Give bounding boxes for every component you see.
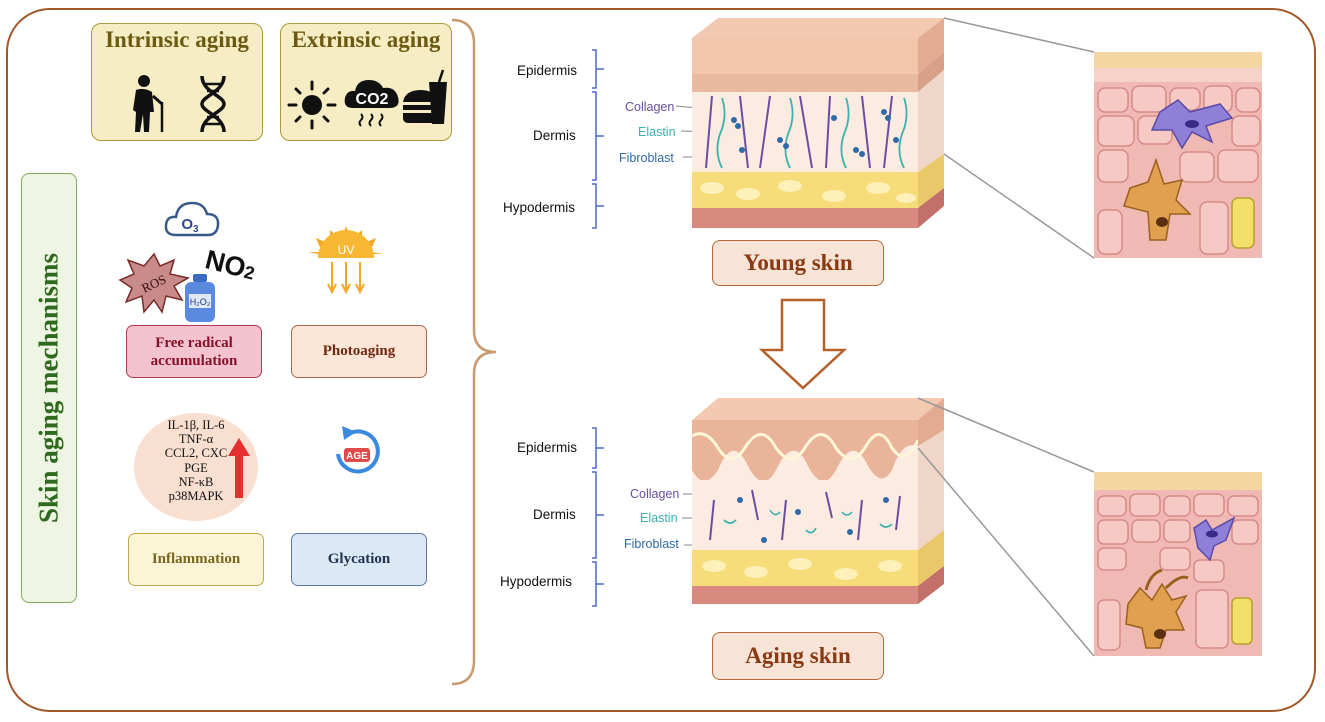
side-title-box: Skin aging mechanisms	[21, 173, 77, 603]
aging-elastin-label: Elastin	[640, 511, 678, 525]
photoaging-box: Photoaging	[291, 325, 427, 378]
young-collagen-label: Collagen	[625, 100, 675, 114]
young-hypodermis-label: Hypodermis	[503, 200, 576, 215]
aging-fibroblast-label: Fibroblast	[624, 537, 679, 551]
marker-pge: PGE	[184, 460, 208, 475]
intrinsic-aging-box: Intrinsic aging	[91, 23, 263, 141]
aging-hypodermis-label: Hypodermis	[500, 574, 573, 589]
ros-star-icon: ROS	[118, 252, 190, 314]
young-dermis-label: Dermis	[533, 128, 576, 143]
svg-text:AGE: AGE	[346, 451, 368, 462]
svg-text:CO2: CO2	[356, 91, 389, 108]
marker-tnf: TNF-α	[178, 432, 214, 447]
h2o2-bottle-icon: H₂O₂	[185, 274, 215, 322]
aging-epidermis-label: Epidermis	[517, 440, 578, 455]
svg-text:O3: O3	[181, 216, 199, 235]
aging-collagen-label: Collagen	[630, 487, 680, 501]
extrinsic-aging-title: Extrinsic aging	[291, 27, 441, 52]
marker-ccl2: CCL2, CXC	[164, 446, 228, 461]
increase-arrow-icon	[228, 438, 250, 498]
young-fibroblast-label: Fibroblast	[619, 151, 674, 165]
marker-nfkb: NF-κB	[178, 474, 214, 489]
inflammation-box: Inflammation	[128, 533, 264, 586]
junk-food-icon	[403, 69, 447, 124]
elderly-person-icon	[133, 75, 164, 132]
dna-icon	[200, 75, 226, 133]
intrinsic-aging-title: Intrinsic aging	[105, 27, 249, 52]
young-elastin-label: Elastin	[638, 125, 676, 139]
aging-skin-label: Aging skin	[712, 632, 884, 680]
young-skin-label: Young skin	[712, 240, 884, 286]
aging-dermis-label: Dermis	[533, 507, 576, 522]
svg-text:H₂O₂: H₂O₂	[190, 297, 211, 307]
marker-p38: p38MAPK	[168, 489, 224, 504]
co2-cloud-icon: CO2	[344, 80, 399, 127]
inflammation-markers: IL-1β, IL-6 TNF-α CCL2, CXC PGE NF-κB p3…	[140, 418, 252, 503]
glycation-box: Glycation	[291, 533, 427, 586]
marker-il: IL-1β, IL-6	[167, 418, 225, 432]
outer-frame	[6, 8, 1316, 712]
svg-text:UV: UV	[338, 243, 355, 257]
free-radical-box: Free radical accumulation	[126, 325, 262, 378]
sun-icon	[287, 80, 337, 130]
young-epidermis-label: Epidermis	[517, 63, 578, 78]
diagram-title: Skin aging mechanisms	[33, 252, 64, 524]
extrinsic-aging-box: Extrinsic aging CO2	[280, 23, 452, 141]
ozone-cloud-icon: O3	[164, 201, 220, 237]
uv-sun-icon: UV	[308, 226, 384, 295]
age-cycle-icon: AGE	[336, 426, 380, 474]
